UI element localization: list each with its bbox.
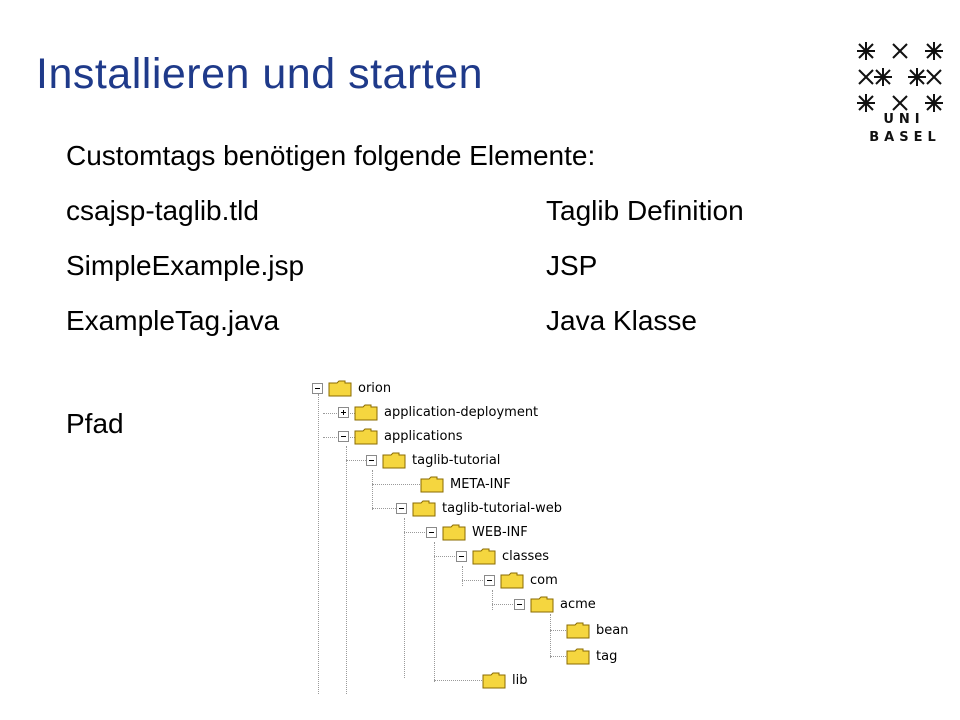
tree-item-tag[interactable]: tag [566, 646, 617, 666]
intro-text: Customtags benötigen folgende Elemente: [66, 140, 596, 171]
folder-icon [472, 548, 496, 565]
folder-icon [530, 596, 554, 613]
tree-item-label: classes [502, 548, 550, 564]
folder-icon [412, 500, 436, 517]
tree-item-lib[interactable]: lib [482, 670, 527, 690]
collapse-icon[interactable] [338, 430, 349, 442]
collapse-icon[interactable] [396, 502, 407, 514]
tree-item-label: acme [560, 596, 596, 612]
expand-icon[interactable] [338, 406, 349, 418]
tree-item-orion[interactable]: orion [312, 378, 391, 398]
tree-item-label: application-deployment [384, 404, 539, 420]
collapse-icon[interactable] [514, 598, 525, 610]
collapse-icon[interactable] [484, 574, 495, 586]
tree-item-label: taglib-tutorial [412, 452, 501, 468]
tree-item-label: applications [384, 428, 463, 444]
logo-text-uni: UNI [883, 112, 925, 127]
tree-item-label: taglib-tutorial-web [442, 500, 562, 516]
tree-item-classes[interactable]: classes [456, 546, 549, 566]
tree-item-application-deployment[interactable]: application-deployment [338, 402, 538, 422]
file-description: JSP [546, 250, 598, 281]
tree-item-taglib-tutorial[interactable]: taglib-tutorial [366, 450, 500, 470]
folder-icon [328, 380, 352, 397]
tree-item-label: META-INF [450, 476, 511, 492]
tree-item-meta-inf[interactable]: META-INF [420, 474, 511, 494]
tree-item-label: com [530, 572, 558, 588]
tree-item-label: lib [512, 672, 528, 688]
tree-item-label: WEB-INF [472, 524, 528, 540]
folder-icon [442, 524, 466, 541]
tree-item-label: tag [596, 648, 618, 664]
folder-icon [566, 622, 590, 639]
tree-item-taglib-tutorial-web[interactable]: taglib-tutorial-web [396, 498, 562, 518]
collapse-icon[interactable] [456, 550, 467, 562]
tree-item-web-inf[interactable]: WEB-INF [426, 522, 528, 542]
tree-item-bean[interactable]: bean [566, 620, 628, 640]
path-label: Pfad [66, 408, 124, 439]
folder-tree: orion application-deployment application… [310, 370, 638, 695]
folder-icon [482, 672, 506, 689]
logo-text-basel: BASEL [869, 130, 941, 145]
tree-item-acme[interactable]: acme [514, 594, 596, 614]
file-name: ExampleTag.java [66, 305, 280, 336]
collapse-icon[interactable] [366, 454, 377, 466]
file-description: Java Klasse [546, 305, 697, 336]
tree-item-applications[interactable]: applications [338, 426, 462, 446]
file-name: SimpleExample.jsp [66, 250, 305, 281]
folder-icon [420, 476, 444, 493]
folder-icon [354, 404, 378, 421]
tree-item-label: orion [358, 380, 392, 396]
uni-basel-logo-icon [857, 42, 943, 112]
folder-icon [382, 452, 406, 469]
collapse-icon[interactable] [312, 382, 323, 394]
tree-item-com[interactable]: com [484, 570, 558, 590]
file-name: csajsp-taglib.tld [66, 195, 259, 226]
folder-icon [566, 648, 590, 665]
tree-item-label: bean [596, 622, 629, 638]
folder-icon [500, 572, 524, 589]
folder-icon [354, 428, 378, 445]
collapse-icon[interactable] [426, 526, 437, 538]
slide-title: Installieren und starten [36, 50, 484, 98]
file-description: Taglib Definition [546, 195, 744, 226]
